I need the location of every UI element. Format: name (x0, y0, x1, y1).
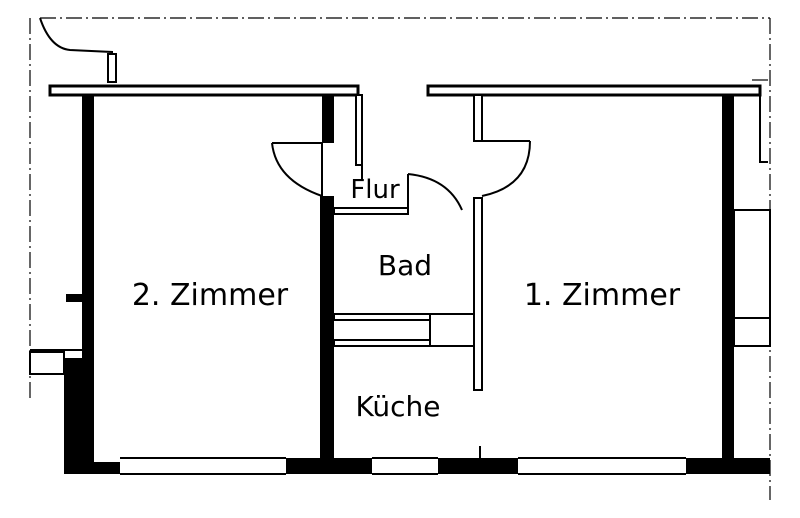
stair-post (107, 53, 117, 83)
door-swings (271, 140, 531, 214)
bottom-window (120, 446, 686, 475)
room-label-zimmer-2: 2. Zimmer (132, 278, 289, 313)
internal-walls (333, 94, 483, 391)
balcony-stub (29, 349, 82, 375)
room-label-flur: Flur (350, 175, 400, 205)
room-label-bad: Bad (378, 249, 432, 282)
top-wall-right (426, 84, 762, 97)
room-label-zimmer-1: 1. Zimmer (524, 278, 681, 313)
thick-walls (64, 95, 770, 474)
right-openings (733, 95, 771, 347)
top-wall-left (48, 84, 360, 97)
stair-curve (39, 17, 113, 80)
room-label-kueche: Küche (355, 390, 440, 423)
